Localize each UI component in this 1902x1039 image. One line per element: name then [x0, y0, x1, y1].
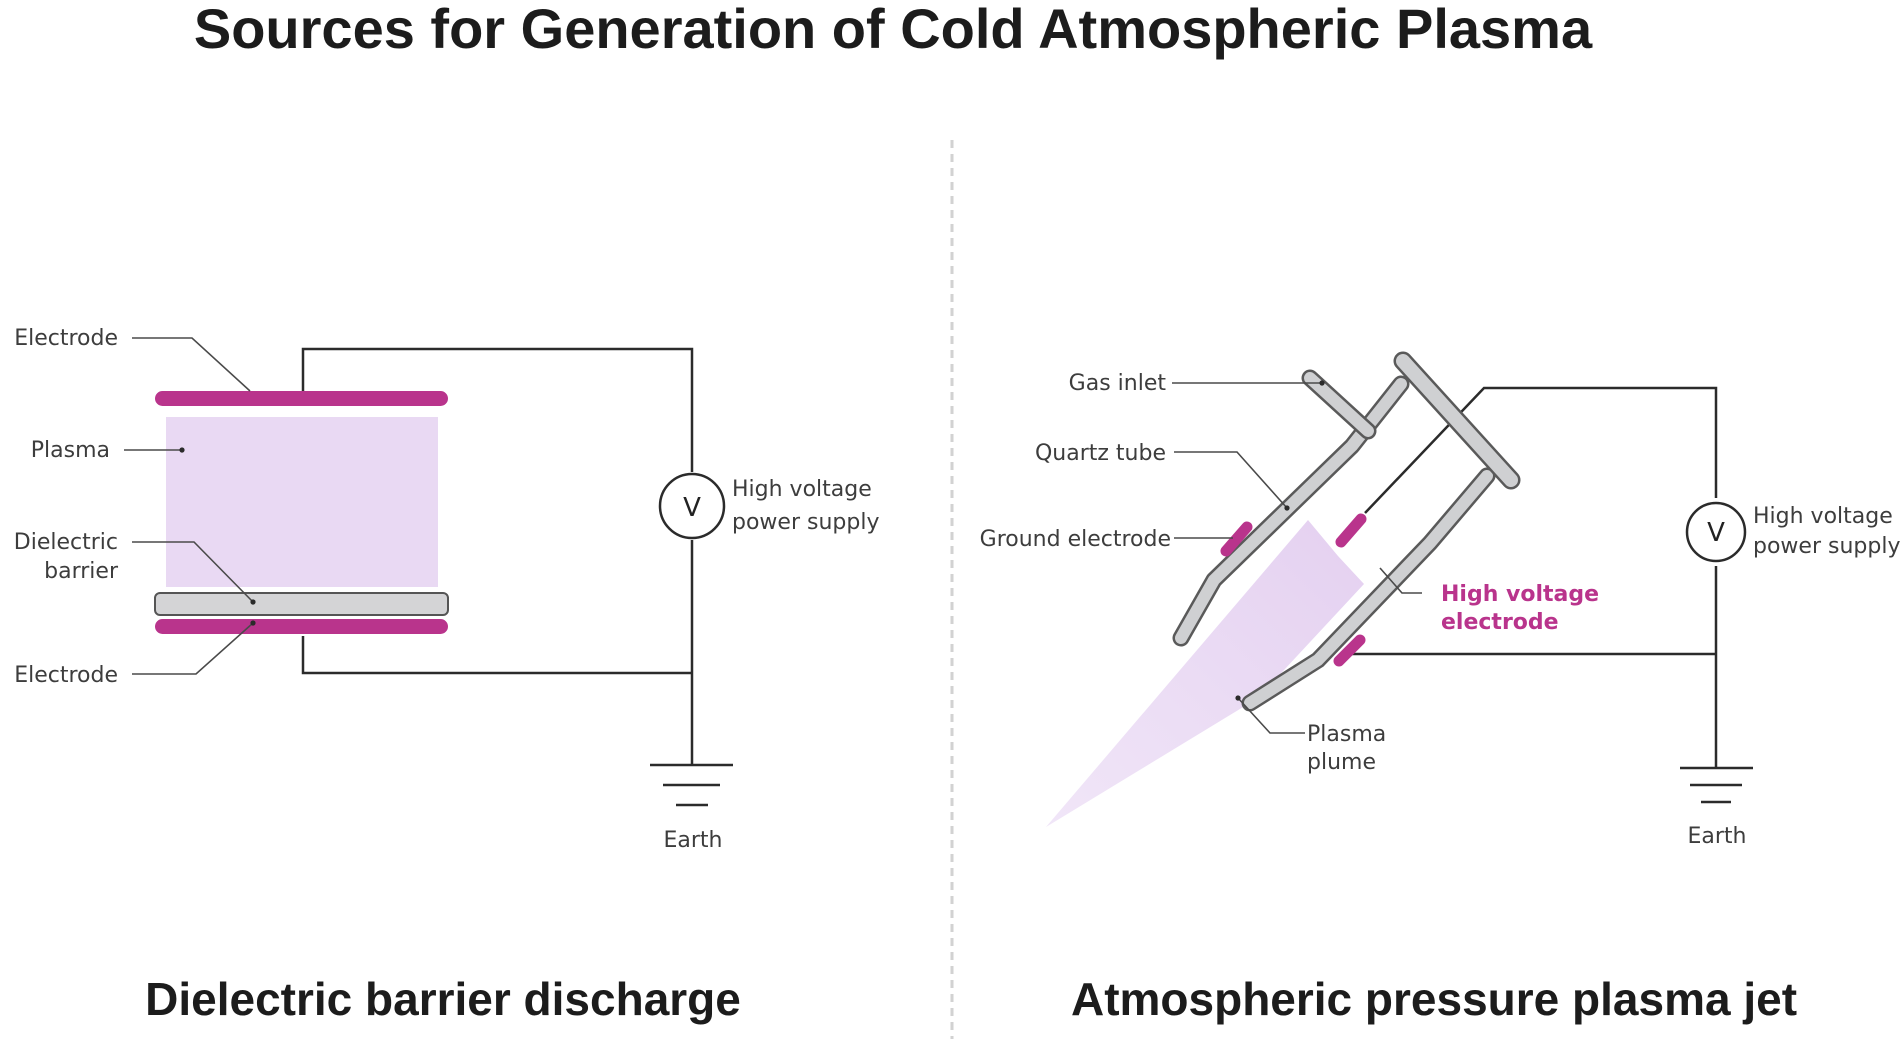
dbd-label-hv-line2: power supply: [732, 510, 879, 535]
dbd-dielectric-barrier: [154, 592, 449, 616]
dbd-top-electrode: [155, 391, 448, 406]
dbd-bottom-electrode: [155, 619, 448, 634]
jet-label-plasma-plume-line2: plume: [1307, 750, 1376, 775]
svg-text:V: V: [683, 493, 701, 523]
jet-label-hv-line1: High voltage: [1753, 504, 1893, 529]
jet-label-hv-line2: power supply: [1753, 534, 1900, 559]
page-title: Sources for Generation of Cold Atmospher…: [194, 0, 1593, 60]
jet-ground-electrode: [1220, 521, 1253, 557]
jet-earth-icon: [1680, 766, 1753, 804]
dbd-label-electrode-bottom: Electrode: [14, 663, 118, 688]
dbd-label-earth: Earth: [664, 828, 723, 853]
jet-label-hv-electrode-line1: High voltage: [1441, 582, 1599, 607]
jet-caption: Atmospheric pressure plasma jet: [1071, 973, 1797, 1025]
dbd-label-hv-line1: High voltage: [732, 477, 872, 502]
dbd-label-dielectric-line1: Dielectric: [14, 530, 118, 555]
dbd-earth-icon: [650, 763, 733, 807]
jet-panel: V Gas inlet Quartz tube Ground electrode…: [980, 351, 1900, 1025]
jet-bottom-electrode: [1333, 634, 1366, 667]
jet-quartz-tube: [1172, 351, 1521, 712]
dbd-leader-lines: [124, 337, 254, 675]
dbd-panel: V Electrode Plasma Dielectric barrier El…: [14, 326, 880, 1025]
jet-leader-dots: [1235, 380, 1325, 701]
jet-label-quartz-tube: Quartz tube: [1035, 441, 1166, 466]
dbd-label-dielectric-line2: barrier: [44, 559, 119, 584]
jet-label-gas-inlet: Gas inlet: [1069, 371, 1167, 396]
dbd-caption: Dielectric barrier discharge: [145, 973, 741, 1025]
dbd-label-electrode-top: Electrode: [14, 326, 118, 351]
jet-label-hv-electrode-line2: electrode: [1441, 610, 1559, 635]
dbd-plasma-region: [166, 417, 438, 587]
dbd-label-plasma: Plasma: [31, 438, 110, 463]
dbd-leader-dots: [179, 447, 256, 626]
dbd-circuit-wires: [301, 347, 694, 765]
svg-text:V: V: [1707, 518, 1725, 548]
jet-plasma-plume: [1046, 520, 1364, 827]
jet-voltmeter-icon: V: [1685, 501, 1747, 563]
jet-circuit-wires: [1348, 386, 1718, 768]
jet-label-plasma-plume-line1: Plasma: [1307, 722, 1386, 747]
dbd-voltmeter-icon: V: [658, 472, 726, 540]
jet-label-earth: Earth: [1688, 824, 1747, 849]
jet-leader-lines: [1172, 382, 1422, 734]
jet-label-ground-electrode: Ground electrode: [980, 527, 1171, 552]
jet-hv-electrode: [1335, 513, 1367, 548]
